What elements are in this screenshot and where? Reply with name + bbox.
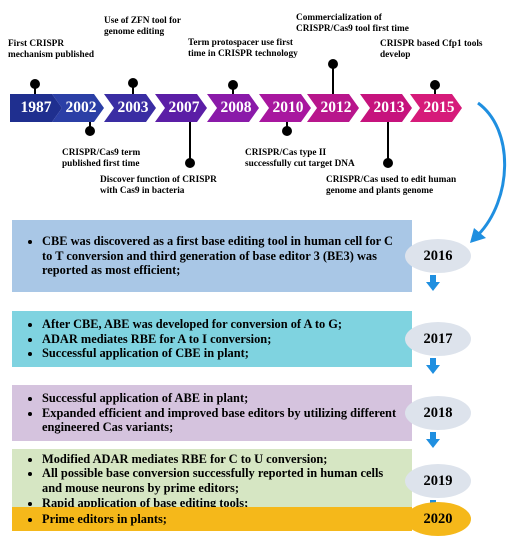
pin-dot-icon: [430, 80, 440, 90]
milestone-box-2017: After CBE, ABE was developed for convers…: [12, 311, 412, 367]
pin-dot-icon: [228, 80, 238, 90]
pin-dot-icon: [185, 158, 195, 168]
pin-stem: [132, 86, 134, 94]
milestone-box-2020: Prime editors in plants;: [12, 507, 412, 531]
timeline-note-line: Discover function of CRISPR: [100, 175, 217, 185]
timeline-note-line: published first time: [62, 158, 140, 169]
pin-dot-icon: [85, 126, 95, 136]
timeline-year-2008: 2008: [207, 94, 259, 122]
pin-stem: [34, 87, 36, 94]
timeline-note-line: successfully cut target DNA: [245, 158, 355, 169]
milestone-list: Successful application of ABE in plant;E…: [24, 391, 404, 435]
pin-dot-icon: [128, 78, 138, 88]
pin-stem: [89, 122, 91, 128]
arrow-shaft: [430, 275, 436, 283]
year-badge-2018: 2018: [405, 396, 471, 430]
arrow-shaft: [430, 358, 436, 366]
milestone-item: Successful application of ABE in plant;: [42, 391, 404, 406]
timeline-note-line: with Cas9 in bacteria: [100, 185, 185, 196]
timeline-note-line: time in CRISPR technology: [188, 48, 298, 59]
pin-stem: [286, 122, 288, 128]
timeline-note-line: genome editing: [104, 26, 165, 37]
arrow-shaft: [430, 432, 436, 440]
pin-dot-icon: [328, 59, 338, 69]
timeline-note-line: CRISPR/Cas type II: [245, 148, 327, 158]
down-arrow-icon: [426, 275, 440, 291]
milestone-item: Modified ADAR mediates RBE for C to U co…: [42, 452, 404, 467]
timeline-note-line: First CRISPR: [8, 39, 65, 49]
pin-stem: [332, 67, 334, 94]
timeline-note-line: genome and plants genome: [326, 185, 434, 196]
milestone-list: After CBE, ABE was developed for convers…: [24, 317, 404, 361]
milestone-item: Prime editors in plants;: [42, 512, 404, 527]
timeline-note-line: Use of ZFN tool for: [104, 16, 181, 26]
year-badge-2019: 2019: [405, 464, 471, 498]
pin-stem: [434, 88, 436, 94]
arrow-head: [426, 439, 440, 448]
timeline-note-line: develop: [380, 49, 411, 60]
timeline-note-line: mechanism published: [8, 49, 95, 60]
milestone-item: Expanded efficient and improved base edi…: [42, 406, 404, 435]
pin-stem: [232, 88, 234, 94]
pin-dot-icon: [383, 158, 393, 168]
pin-stem: [189, 122, 191, 160]
timeline-note-line: CRISPR/Cas9 tool first time: [296, 23, 409, 34]
milestone-item: Successful application of CBE in plant;: [42, 346, 404, 361]
year-badge-2016: 2016: [405, 239, 471, 273]
down-arrow-icon: [426, 358, 440, 374]
timeline-year-1987: 1987: [10, 94, 62, 122]
timeline-note-line: CRISPR based Cfp1 tools: [380, 39, 483, 49]
year-badge-2020: 2020: [405, 502, 471, 536]
pin-dot-icon: [30, 79, 40, 89]
milestone-item: CBE was discovered as a first base editi…: [42, 234, 404, 278]
milestone-item: Rapid application of base editing tools;: [42, 496, 404, 511]
milestone-list: Modified ADAR mediates RBE for C to U co…: [24, 452, 404, 510]
milestone-list: Prime editors in plants;: [24, 512, 404, 527]
milestone-list: CBE was discovered as a first base editi…: [24, 234, 404, 278]
timeline-note-line: Commercialization of: [296, 13, 382, 23]
milestone-box-2018: Successful application of ABE in plant;E…: [12, 385, 412, 441]
timeline-note-line: CRISPR/Cas9 term: [62, 148, 141, 158]
down-arrow-icon: [426, 432, 440, 448]
arrow-head: [426, 282, 440, 291]
timeline-note-line: CRISPR/Cas used to edit human: [326, 175, 457, 185]
milestone-box-2019: Modified ADAR mediates RBE for C to U co…: [12, 449, 412, 513]
pin-dot-icon: [282, 126, 292, 136]
milestone-item: After CBE, ABE was developed for convers…: [42, 317, 404, 332]
arrow-head: [426, 365, 440, 374]
milestone-item: ADAR mediates RBE for A to I conversion;: [42, 332, 404, 347]
timeline-year-2010: 2010: [259, 94, 311, 122]
timeline-note-line: Term protospacer use first: [188, 38, 293, 48]
pin-stem: [387, 122, 389, 160]
milestone-item: All possible base conversion successfull…: [42, 466, 404, 495]
year-badge-2017: 2017: [405, 322, 471, 356]
milestone-box-2016: CBE was discovered as a first base editi…: [12, 220, 412, 292]
